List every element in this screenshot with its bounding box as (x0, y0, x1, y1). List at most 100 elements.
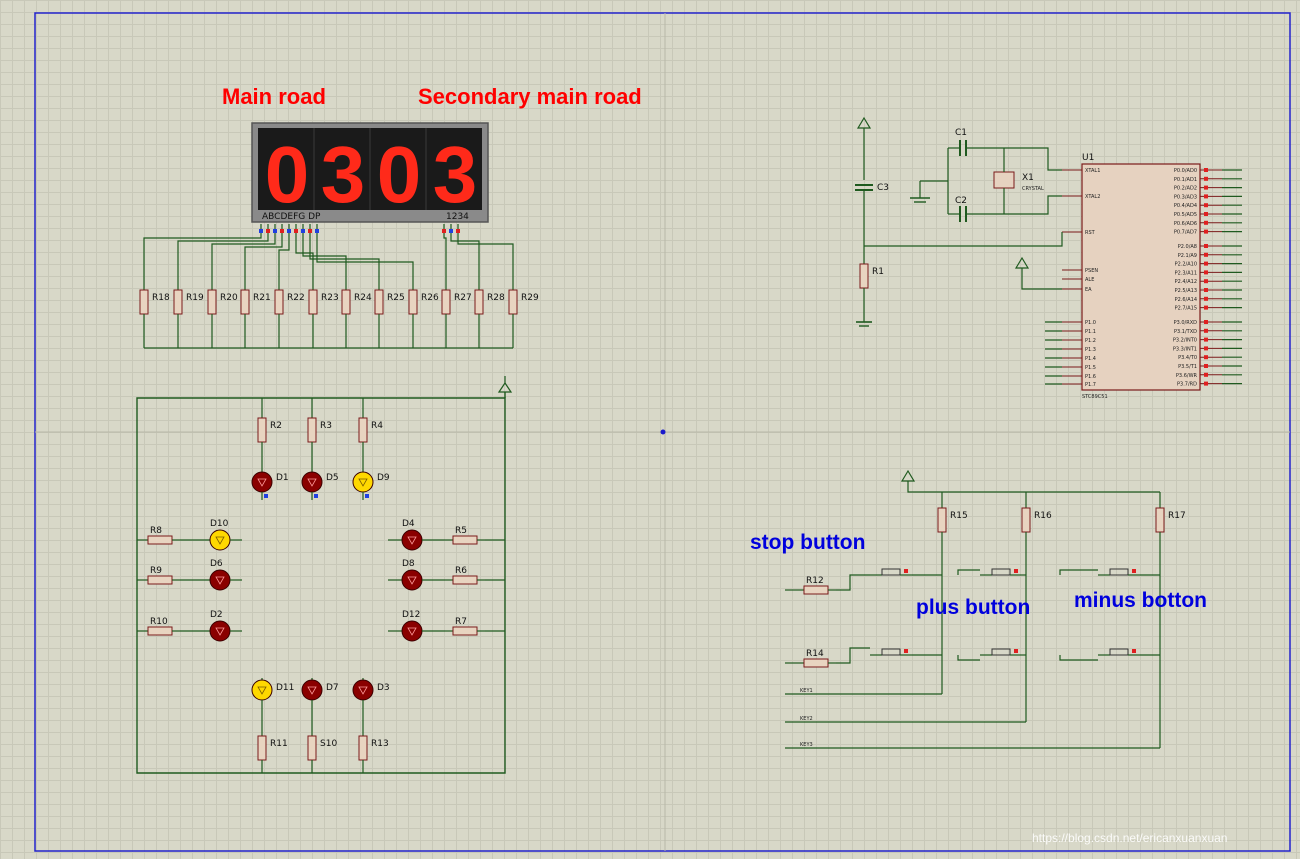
resistor[interactable] (358, 417, 368, 443)
component-ref: R28 (487, 293, 505, 303)
component-ref: D4 (402, 519, 415, 529)
resistor[interactable] (1021, 507, 1031, 533)
pin-marker (365, 494, 369, 498)
resistor[interactable] (358, 735, 368, 761)
resistor[interactable] (307, 417, 317, 443)
crystal[interactable] (993, 171, 1015, 189)
push-button[interactable] (1109, 568, 1129, 576)
led[interactable] (301, 471, 323, 493)
seven-segment-display[interactable]: 0 3 0 3 ABCDEFG DP 1234 (251, 122, 489, 223)
resistor[interactable] (147, 535, 173, 545)
component-ref: R16 (1034, 511, 1052, 521)
component-ref: R20 (220, 293, 238, 303)
main-road-label: Main road (222, 84, 326, 109)
resistor[interactable] (341, 289, 351, 315)
wire (1021, 268, 1062, 290)
pin-marker (1204, 372, 1208, 377)
resistor[interactable] (240, 289, 250, 315)
mcu-pin-label: P0.4/AD4 (1174, 203, 1197, 209)
pin-marker (1014, 649, 1018, 653)
pin-marker (1014, 569, 1018, 573)
led[interactable] (209, 569, 231, 591)
resistor[interactable] (139, 289, 149, 315)
push-button[interactable] (991, 568, 1011, 576)
yellow-led[interactable] (209, 529, 231, 551)
resistor[interactable] (308, 289, 318, 315)
mcu-part: STC89C51 (1082, 394, 1108, 400)
component-ref: R5 (455, 526, 467, 536)
vcc-arrow (856, 116, 872, 129)
resistor[interactable] (257, 735, 267, 761)
diode-icon (215, 627, 225, 636)
yellow-led[interactable] (251, 679, 273, 701)
resistor[interactable] (441, 289, 451, 315)
push-button[interactable] (881, 568, 901, 576)
resistor[interactable] (508, 289, 518, 315)
resistor[interactable] (452, 626, 478, 636)
pin-marker (1204, 328, 1208, 333)
push-button[interactable] (881, 648, 901, 656)
resistor[interactable] (937, 507, 947, 533)
resistor[interactable] (147, 626, 173, 636)
resistor[interactable] (803, 585, 829, 595)
resistor[interactable] (452, 535, 478, 545)
led[interactable] (251, 471, 273, 493)
mcu-body[interactable] (1081, 163, 1201, 391)
resistor[interactable] (452, 575, 478, 585)
wire (1059, 655, 1098, 661)
component-ref: R3 (320, 421, 332, 431)
resistor[interactable] (803, 658, 829, 668)
yellow-led[interactable] (352, 471, 374, 493)
wire (864, 232, 1063, 247)
display-digit-1: 0 (265, 130, 310, 219)
resistor[interactable] (173, 289, 183, 315)
led[interactable] (352, 679, 374, 701)
component-ref: R8 (150, 526, 162, 536)
led[interactable] (301, 679, 323, 701)
pin-marker (294, 229, 298, 233)
pin-marker (1204, 229, 1208, 234)
component-ref: R25 (387, 293, 405, 303)
wire (907, 481, 1160, 493)
led[interactable] (401, 529, 423, 551)
mcu-pin-label: PSEN (1085, 268, 1098, 274)
resistor[interactable] (408, 289, 418, 315)
pin-marker (1204, 381, 1208, 386)
resistor[interactable] (257, 417, 267, 443)
wire (1059, 569, 1098, 575)
pin-marker (314, 494, 318, 498)
resistor[interactable] (859, 263, 869, 289)
display-digit-2: 3 (321, 130, 366, 219)
mcu-pin-label: P1.2 (1085, 338, 1096, 344)
mcu-pin-label: P2.7/A15 (1175, 306, 1197, 312)
resistor[interactable] (147, 575, 173, 585)
component-ref: R2 (270, 421, 282, 431)
resistor[interactable] (374, 289, 384, 315)
resistor[interactable] (207, 289, 217, 315)
wire (450, 224, 480, 282)
resistor[interactable] (307, 735, 317, 761)
led[interactable] (401, 620, 423, 642)
pin-marker (301, 229, 305, 233)
component-ref: R10 (150, 617, 168, 627)
component-ref: R9 (150, 566, 162, 576)
mcu-pin-label: P1.0 (1085, 320, 1096, 326)
mcu-pin-label: P1.4 (1085, 356, 1096, 362)
pin-marker (287, 229, 291, 233)
led[interactable] (209, 620, 231, 642)
resistor[interactable] (274, 289, 284, 315)
vcc-arrow (900, 469, 916, 482)
mcu-pin-label: P2.6/A14 (1175, 297, 1197, 303)
push-button[interactable] (1109, 648, 1129, 656)
led[interactable] (401, 569, 423, 591)
pin-marker (273, 229, 277, 233)
push-button[interactable] (991, 648, 1011, 656)
component-ref: R29 (521, 293, 539, 303)
wire (244, 224, 283, 282)
component-ref: R19 (186, 293, 204, 303)
resistor[interactable] (474, 289, 484, 315)
pin-marker (904, 569, 908, 573)
resistor[interactable] (1155, 507, 1165, 533)
